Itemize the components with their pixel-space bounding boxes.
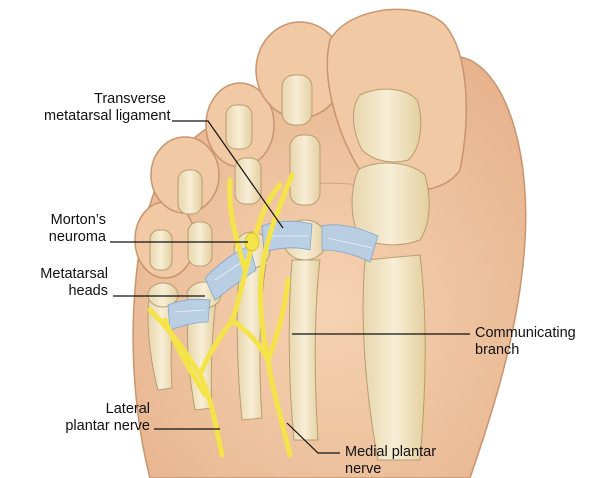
label-line: Metatarsal: [10, 266, 108, 283]
label-line: Medial plantar: [345, 444, 485, 461]
label-line: neuroma: [20, 229, 106, 246]
label-line: heads: [10, 283, 108, 300]
label-line: plantar nerve: [4, 418, 150, 435]
label-medial-plantar-nerve: Medial plantar nerve: [345, 444, 485, 478]
label-line: branch: [475, 342, 600, 359]
label-transverse-metatarsal-ligament: Transverse metatarsal ligament: [44, 91, 166, 125]
label-mortons-neuroma: Morton’s neuroma: [20, 212, 106, 246]
label-metatarsal-heads: Metatarsal heads: [10, 266, 108, 300]
label-line: Communicating: [475, 325, 600, 342]
label-line: Lateral: [4, 401, 150, 418]
label-line: Morton’s: [20, 212, 106, 229]
label-communicating-branch: Communicating branch: [475, 325, 600, 359]
label-line: Transverse: [44, 91, 166, 108]
label-line: nerve: [345, 461, 485, 478]
label-lateral-plantar-nerve: Lateral plantar nerve: [4, 401, 150, 435]
label-line: metatarsal ligament: [44, 108, 166, 125]
